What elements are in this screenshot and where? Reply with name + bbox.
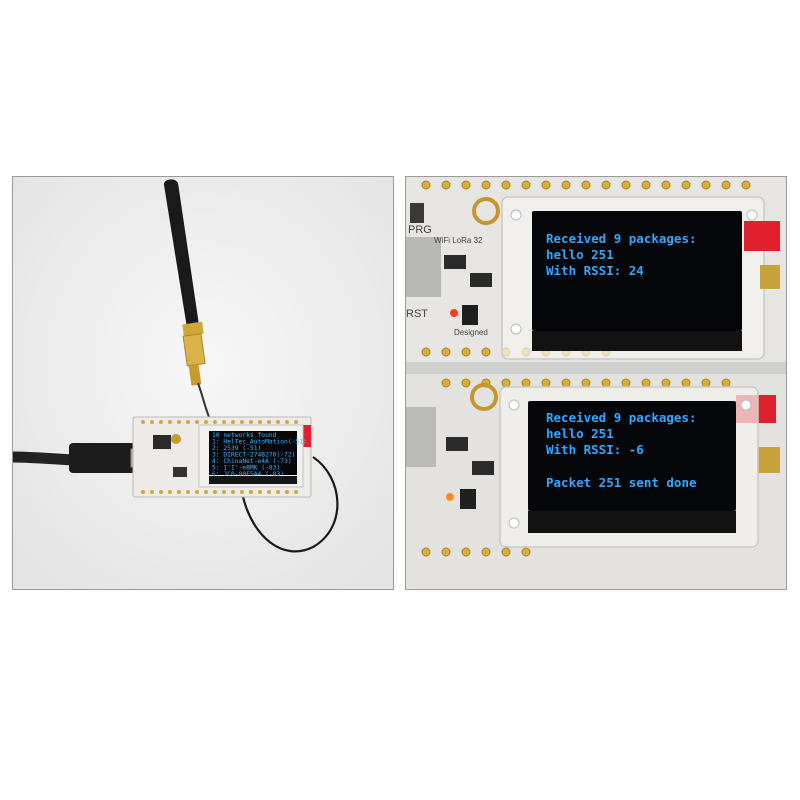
oled-screen-left [209,431,297,475]
oled-top-line: With RSSI: 24 [546,263,644,278]
network-list-line: 10 networks found [212,432,277,439]
oled-bottom-line: hello 251 [546,426,614,441]
oled-bottom-line: Received 9 packages: [546,410,697,425]
oled-bottom-line: With RSSI: -6 [546,442,644,457]
rst-label: RST [406,308,428,320]
right-photo-illustration: PRG WiFi LoRa 32 RST Designed Received 9… [406,177,786,589]
network-list-line: 6: JC0-00F5A4 (-83) [212,471,284,478]
left-photo-illustration: 10 networks found 1: HelTec_AutoMation(-… [13,177,393,589]
network-list-line: 4: ChinaNet-e4A (-73) [212,458,292,465]
network-list-line: 2: 2539 (-51) [212,445,261,452]
right-photo: PRG WiFi LoRa 32 RST Designed Received 9… [405,176,787,590]
board-name-label: WiFi LoRa 32 [434,236,483,245]
network-list-line: 1: HelTec_AutoMation(-51) [212,439,307,446]
network-list: 10 networks found 1: HelTec_AutoMation(-… [212,432,307,478]
oled-screen-top [532,211,742,331]
network-list-line: 3: DIRECT-274B270(-72) [212,452,295,459]
antenna [163,179,210,418]
board-top: PRG WiFi LoRa 32 RST Designed Received 9… [406,177,786,362]
board-bottom: Received 9 packages: hello 251 With RSSI… [406,374,786,589]
designed-label: Designed [454,328,488,337]
left-photo: 10 networks found 1: HelTec_AutoMation(-… [12,176,394,590]
oled-top-line: hello 251 [546,247,614,262]
oled-top-line: Received 9 packages: [546,231,697,246]
oled-screen-bottom [528,401,736,511]
network-list-line: 5: I'I'-e8MK (-83) [212,465,280,472]
pigtail-wire [241,456,339,553]
prg-label: PRG [408,224,432,236]
oled-bottom-line: Packet 251 sent done [546,475,697,490]
board-left [132,416,312,498]
